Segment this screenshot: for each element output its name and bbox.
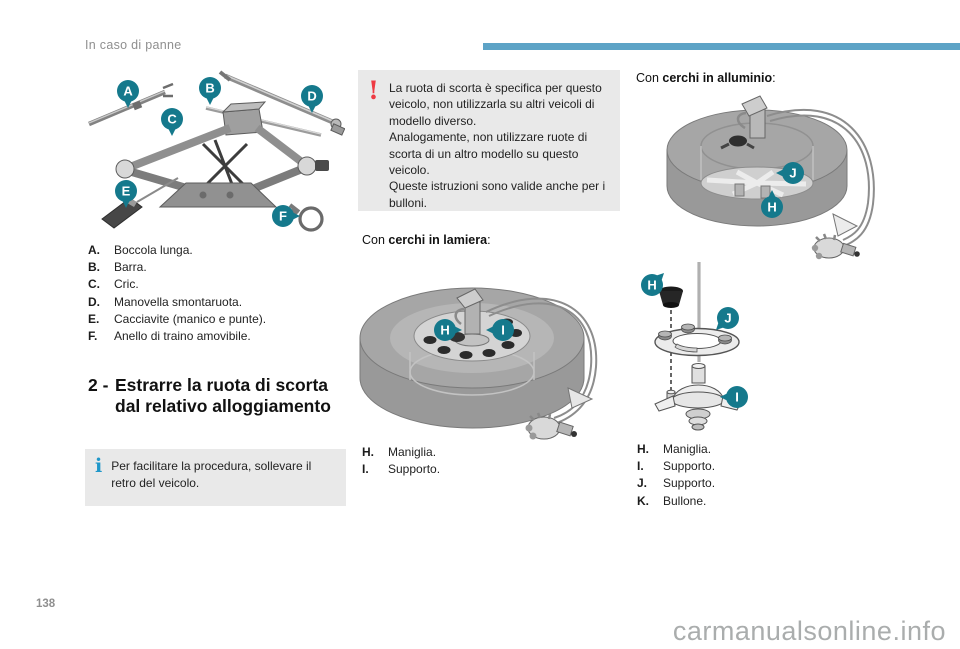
spare-wheel-holder-illustration: H J I bbox=[641, 262, 748, 431]
svg-text:A: A bbox=[123, 84, 133, 99]
section-title: Estrarre la ruota di scorta dal relativo… bbox=[115, 375, 331, 416]
legend-row: I.Supporto. bbox=[637, 459, 716, 474]
section-number: 2 - bbox=[88, 375, 109, 395]
legend-row: D.Manovella smontaruota. bbox=[88, 294, 243, 309]
pin-i: I bbox=[486, 319, 514, 341]
pin-h: H bbox=[761, 190, 783, 218]
legend-row: J.Supporto. bbox=[637, 476, 716, 491]
legend-row: F.Anello di traino amovibile. bbox=[88, 329, 251, 344]
info-icon: i bbox=[95, 455, 103, 477]
pin-f: F bbox=[272, 205, 300, 227]
legend-row: K.Bullone. bbox=[637, 493, 707, 508]
info-note-box: i Per facilitare la procedura, sollevare… bbox=[85, 449, 346, 506]
alloy-wheel-illustration: J H bbox=[666, 95, 875, 260]
svg-text:F: F bbox=[279, 209, 287, 224]
steel-wheel-caption: Con cerchi in lamiera: bbox=[362, 233, 491, 247]
watermark: carmanualsonline.info bbox=[672, 616, 946, 646]
pin-e: E bbox=[115, 180, 137, 208]
svg-text:C: C bbox=[167, 112, 177, 127]
svg-text:H: H bbox=[767, 200, 776, 215]
svg-text:J: J bbox=[724, 311, 731, 326]
steel-wheel-legend: H.Maniglia. I.Supporto. bbox=[362, 444, 440, 478]
svg-text:D: D bbox=[307, 89, 316, 104]
pin-c: C bbox=[161, 108, 183, 136]
legend-row: C.Cric. bbox=[88, 277, 139, 292]
jack-tools-illustration: A B C D E F bbox=[88, 70, 345, 232]
pin-d: D bbox=[301, 85, 323, 113]
svg-text:J: J bbox=[789, 166, 796, 181]
legend-row: H.Maniglia. bbox=[637, 442, 712, 456]
svg-text:B: B bbox=[205, 81, 214, 96]
alloy-wheel-legend: H.Maniglia. I.Supporto. J.Supporto. K.Bu… bbox=[637, 441, 715, 510]
pin-h: H bbox=[641, 272, 665, 296]
legend-row: E.Cacciavite (manico e punte). bbox=[88, 311, 267, 326]
svg-text:E: E bbox=[122, 184, 131, 199]
page-number: 138 bbox=[36, 598, 56, 610]
alloy-wheel-caption: Con cerchi in alluminio: bbox=[636, 71, 776, 85]
steel-wheel-illustration: H I bbox=[359, 287, 598, 440]
legend-row: H.Maniglia. bbox=[362, 445, 437, 459]
legend-row: I.Supporto. bbox=[362, 462, 441, 477]
warning-icon: ! bbox=[368, 76, 379, 105]
svg-text:H: H bbox=[647, 278, 656, 293]
legend-row: A.Boccola lunga. bbox=[88, 243, 193, 257]
tools-legend: A.Boccola lunga. B.Barra. C.Cric. D.Mano… bbox=[88, 242, 266, 345]
info-note-text: Per facilitare la procedura, sollevare i… bbox=[111, 459, 312, 490]
pin-j: J bbox=[715, 307, 739, 331]
running-header: In caso di panne bbox=[85, 38, 182, 52]
svg-text:H: H bbox=[440, 323, 449, 338]
accent-bar bbox=[483, 43, 960, 50]
legend-row: B.Barra. bbox=[88, 260, 147, 275]
section-heading: 2 - Estrarre la ruota di scorta dal rela… bbox=[88, 375, 338, 416]
warning-note-text: La ruota di scorta è specifica per quest… bbox=[388, 81, 606, 210]
svg-text:I: I bbox=[501, 323, 505, 338]
pin-b: B bbox=[199, 77, 221, 105]
pin-h: H bbox=[434, 319, 462, 341]
pin-j: J bbox=[776, 162, 804, 184]
warning-note-box: ! La ruota di scorta è specifica per que… bbox=[358, 70, 620, 211]
pin-a: A bbox=[117, 80, 139, 108]
svg-text:I: I bbox=[735, 390, 739, 405]
pin-i: I bbox=[720, 386, 748, 408]
